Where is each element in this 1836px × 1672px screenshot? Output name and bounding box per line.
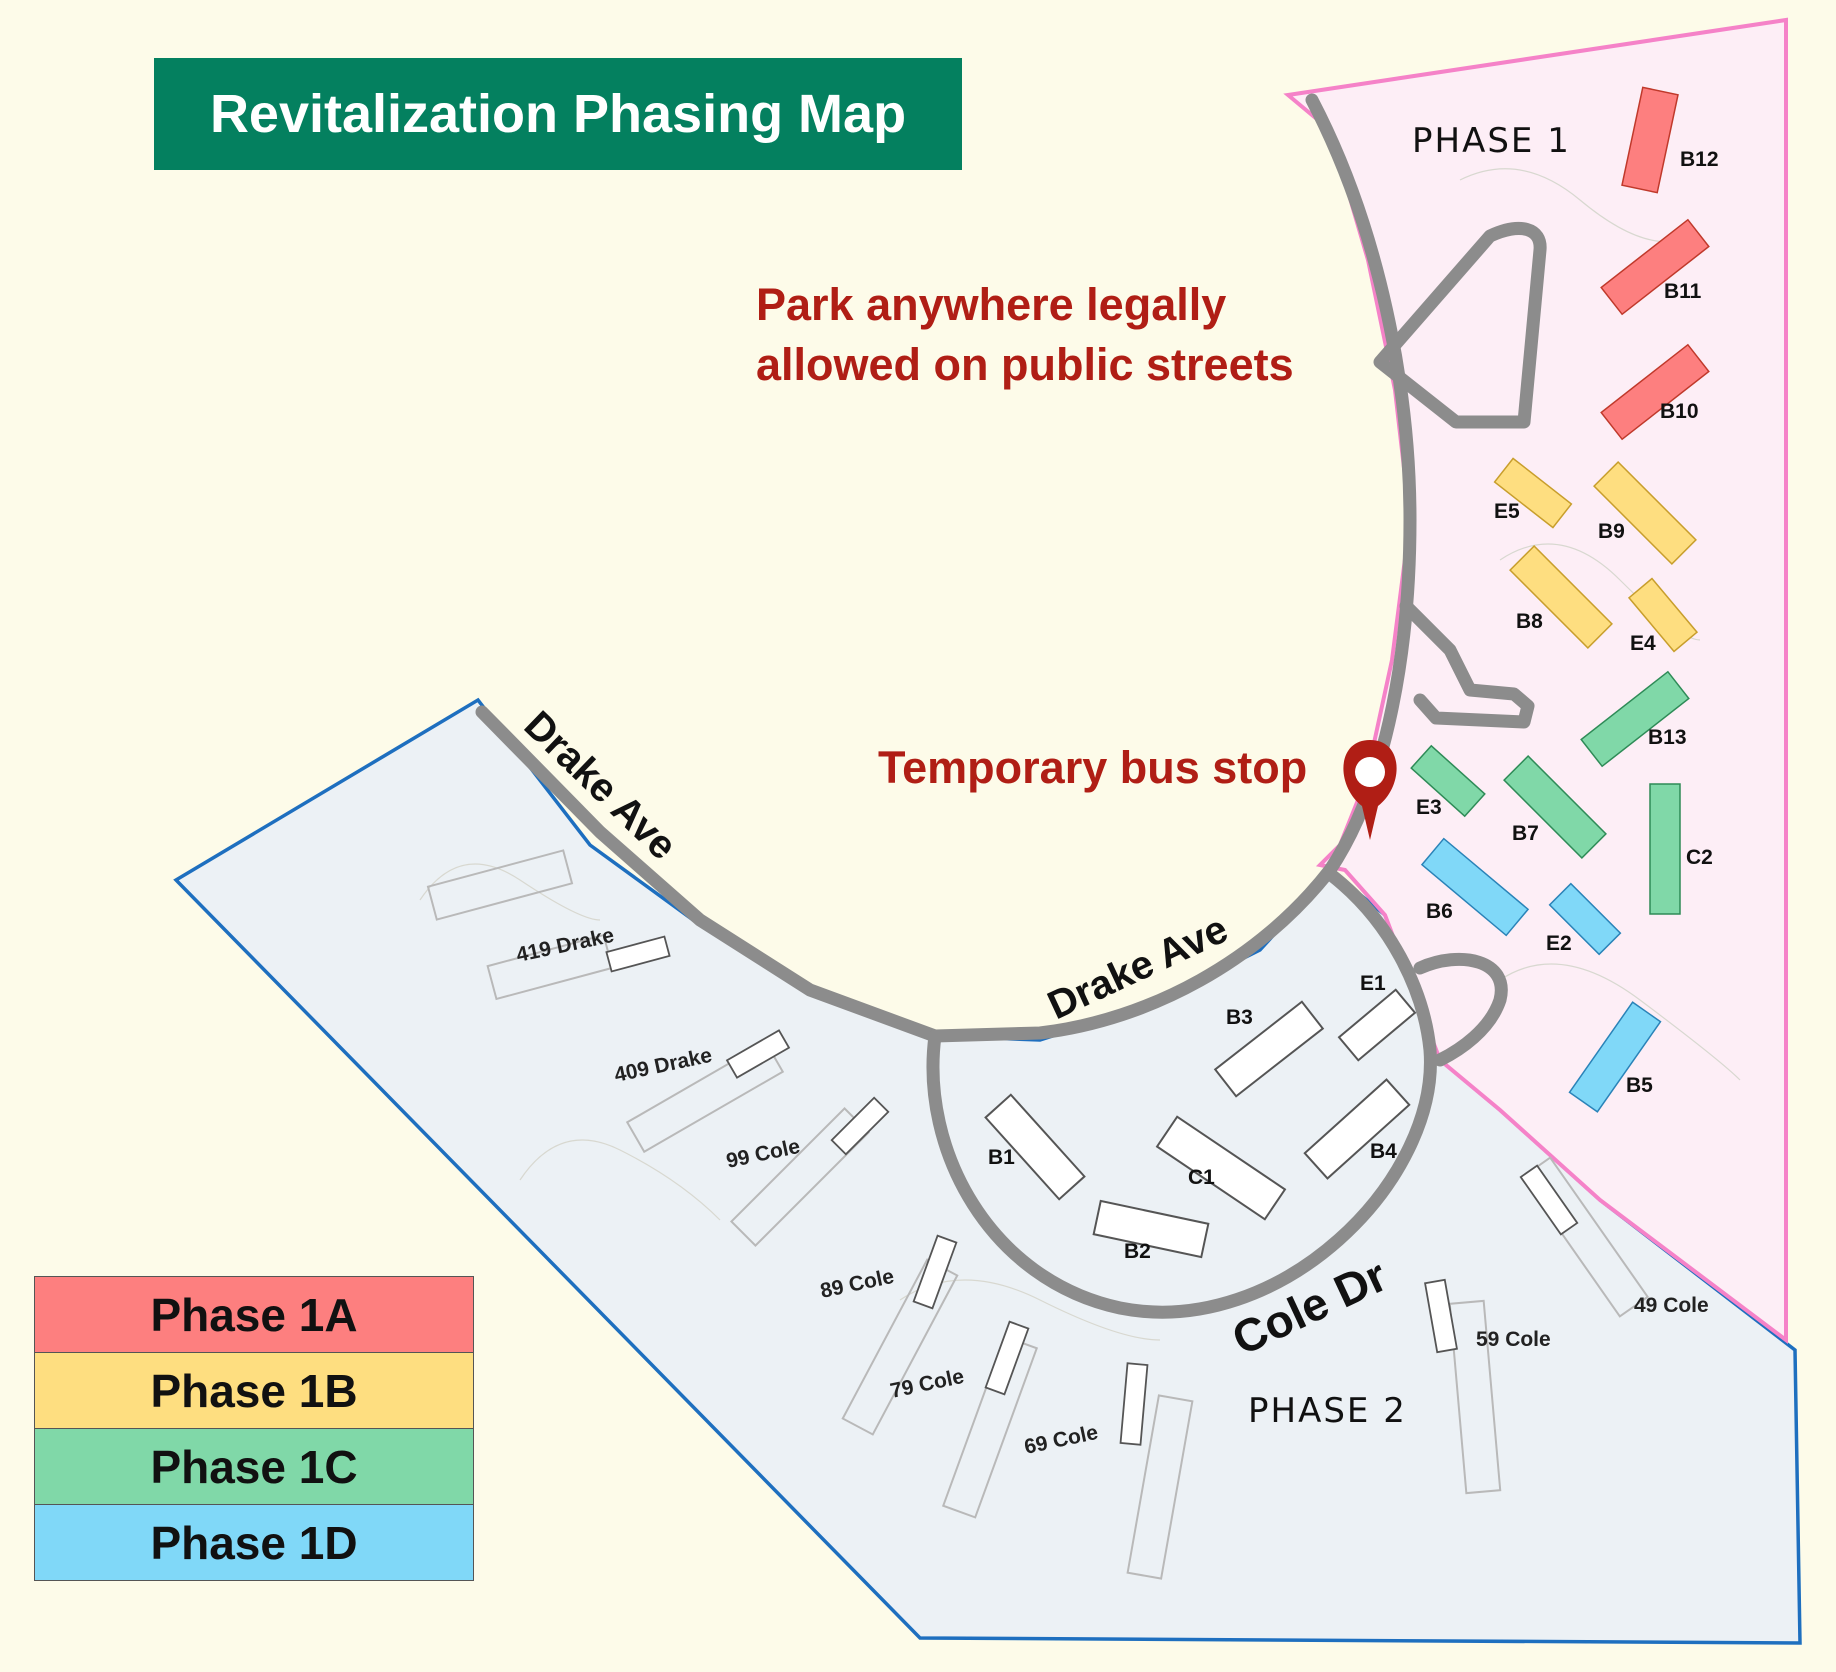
legend-item-phase-1c: Phase 1C [35, 1429, 473, 1505]
bus-stop-pin-icon[interactable] [1343, 740, 1397, 840]
label-b13: B13 [1648, 726, 1687, 749]
building-e5 [1493, 457, 1573, 529]
bus-stop-note: Temporary bus stop [878, 742, 1308, 793]
label-e1: E1 [1360, 972, 1386, 995]
label-b4: B4 [1370, 1140, 1397, 1163]
label-e5: E5 [1494, 500, 1520, 523]
label-b8: B8 [1516, 610, 1543, 633]
buildings-addresses [605, 935, 1579, 1446]
building-79-cole [984, 1320, 1030, 1396]
phase1-label: PHASE 1 [1412, 121, 1571, 161]
buildings-phase-1b [1493, 457, 1699, 653]
building-e2 [1548, 882, 1622, 956]
building-b12 [1621, 86, 1679, 194]
address-59-cole: 59 Cole [1476, 1328, 1551, 1351]
road-cole-loop [926, 867, 1437, 1319]
building-c1 [1155, 1115, 1287, 1221]
building-b4 [1303, 1078, 1411, 1180]
label-c1: C1 [1188, 1166, 1215, 1189]
building-b5 [1568, 1001, 1662, 1113]
label-b2: B2 [1124, 1240, 1151, 1263]
label-b6: B6 [1426, 900, 1453, 923]
road-loop-east [1413, 952, 1508, 1067]
road-loop-north [1373, 222, 1547, 429]
phase2-label: PHASE 2 [1248, 1391, 1407, 1431]
building-89-cole [912, 1234, 958, 1310]
buildings-phase-1c [1410, 670, 1690, 915]
label-b11: B11 [1664, 280, 1702, 303]
building-e3 [1410, 744, 1486, 818]
label-c2: C2 [1686, 846, 1713, 869]
address-49-cole: 49 Cole [1634, 1294, 1709, 1317]
building-b10 [1600, 343, 1710, 441]
building-e4 [1627, 577, 1699, 653]
buildings-phase-1a [1600, 86, 1710, 441]
label-b1: B1 [988, 1146, 1015, 1169]
label-b7: B7 [1512, 822, 1539, 845]
map-title-banner: Revitalization Phasing Map [154, 58, 962, 170]
parking-note: Park anywhere legally allowed on public … [756, 275, 1294, 395]
label-b9: B9 [1598, 520, 1625, 543]
label-b3: B3 [1226, 1006, 1253, 1029]
legend-item-phase-1a: Phase 1A [35, 1277, 473, 1353]
roads [475, 93, 1547, 1319]
road-drake-curve [928, 93, 1417, 1043]
label-b12: B12 [1680, 148, 1719, 171]
building-59-cole [1424, 1278, 1458, 1354]
legend-label: Phase 1A [150, 1288, 358, 1341]
parking-note-line-1: Park anywhere legally [756, 279, 1227, 330]
legend-item-phase-1b: Phase 1B [35, 1353, 473, 1429]
label-e3: E3 [1416, 796, 1442, 819]
building-69-cole [1119, 1362, 1149, 1446]
legend-label: Phase 1D [150, 1516, 358, 1569]
legend-label: Phase 1B [150, 1364, 358, 1417]
building-b13 [1580, 670, 1690, 768]
legend-label: Phase 1C [150, 1440, 358, 1493]
building-labels: B12 B11 B10 E5 B9 B8 E4 B13 E3 B7 C2 B6 … [988, 148, 1719, 1263]
buildings-phase-2 [984, 988, 1417, 1259]
building-e1 [1337, 988, 1417, 1062]
map-title: Revitalization Phasing Map [209, 84, 907, 144]
building-b8 [1509, 545, 1613, 649]
building-99-cole [830, 1096, 890, 1156]
building-b9 [1593, 461, 1697, 565]
buildings-phase-1d [1420, 837, 1662, 1113]
building-b6 [1420, 837, 1530, 937]
building-409-drake [725, 1029, 791, 1079]
building-b1 [984, 1093, 1086, 1201]
building-b7 [1503, 755, 1607, 859]
building-b3 [1213, 1000, 1325, 1098]
phase-legend: Phase 1A Phase 1B Phase 1C Phase 1D [34, 1276, 474, 1581]
parking-note-line-2: allowed on public streets [756, 339, 1294, 390]
road-loop-mid [1399, 599, 1535, 729]
building-b2 [1092, 1199, 1210, 1259]
building-419-drake [605, 935, 671, 973]
road-drake-west [475, 705, 942, 1043]
label-b10: B10 [1660, 400, 1699, 423]
building-c2 [1649, 783, 1681, 915]
label-b5: B5 [1626, 1074, 1653, 1097]
building-49-cole [1519, 1164, 1579, 1236]
building-b11 [1600, 218, 1710, 316]
label-e4: E4 [1630, 632, 1656, 655]
legend-item-phase-1d: Phase 1D [35, 1505, 473, 1580]
label-e2: E2 [1546, 932, 1572, 955]
